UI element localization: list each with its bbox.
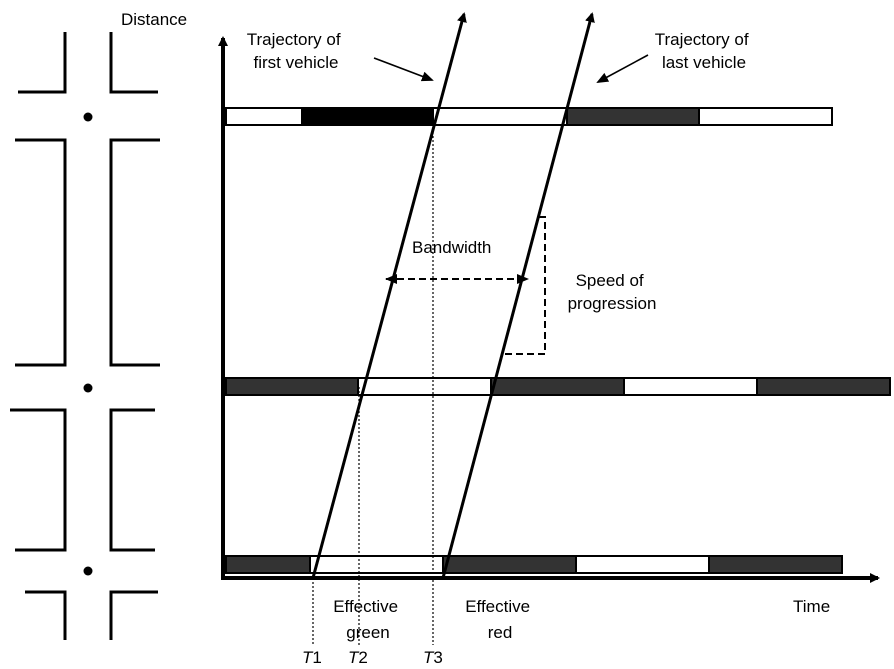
t2-letter: T (348, 648, 360, 667)
middle-signal-red-phase (225, 377, 359, 396)
speed-progression-label: Speed of progression (568, 271, 657, 313)
bandwidth-label: Bandwidth (412, 238, 491, 257)
top-signal-green-phase (698, 107, 833, 126)
intersection-marker (83, 566, 93, 576)
t3-label: T3 (423, 648, 443, 667)
signal-phase-bars (225, 107, 891, 574)
last-trajectory-pointer (596, 54, 649, 83)
y-axis-label: Distance (121, 10, 187, 29)
road-curb (18, 32, 67, 94)
bottom-signal-red-phase (225, 555, 311, 574)
road-curb (25, 590, 67, 640)
t1-number: 1 (312, 648, 321, 667)
first-vehicle-trajectory (311, 12, 467, 579)
road-sketch (10, 32, 160, 640)
effective-green-label: Effective green (333, 597, 403, 642)
t3-letter: T (423, 648, 435, 667)
road-curb (109, 138, 160, 367)
trajectory-first-line-1: Trajectory of (247, 30, 341, 49)
top-signal-red-phase (301, 107, 434, 126)
middle-signal-red-phase (756, 377, 891, 396)
effective-red-line-2: red (488, 623, 513, 642)
speed-progression-line-2: progression (568, 294, 657, 313)
bottom-signal-green-phase (309, 555, 444, 574)
t1-label: T1 (302, 648, 322, 667)
top-signal-red-phase (566, 107, 700, 126)
trajectory-first-line-2: first vehicle (253, 53, 338, 72)
last-vehicle-trajectory (441, 12, 595, 579)
t3-number: 3 (433, 648, 442, 667)
effective-red-line-1: Effective (465, 597, 530, 616)
trajectory-last-label: Trajectory of last vehicle (655, 30, 754, 72)
road-curb (109, 408, 155, 552)
speed-progression-line-1: Speed of (576, 271, 644, 290)
intersection-marker (83, 112, 93, 122)
middle-signal-green-phase (623, 377, 758, 396)
speed-progression-bracket (505, 216, 546, 355)
t1-letter: T (302, 648, 314, 667)
road-curb (10, 408, 67, 552)
road-curb (15, 138, 67, 367)
t2-number: 2 (358, 648, 367, 667)
bottom-signal-green-phase (575, 555, 710, 574)
trajectory-last-line-2: last vehicle (662, 53, 746, 72)
trajectory-last-line-1: Trajectory of (655, 30, 749, 49)
top-signal-green-phase (225, 107, 303, 126)
effective-green-line-2: green (346, 623, 389, 642)
bottom-signal-red-phase (708, 555, 843, 574)
bottom-signal-red-phase (442, 555, 577, 574)
middle-signal-green-phase (357, 377, 492, 396)
first-trajectory-pointer (373, 57, 434, 82)
x-axis-label: Time (793, 597, 830, 616)
trajectory-first-label: Trajectory of first vehicle (247, 30, 346, 72)
road-curb (109, 32, 158, 94)
intersection-marker (83, 383, 93, 393)
effective-red-label: Effective red (465, 597, 535, 642)
t2-label: T2 (348, 648, 368, 667)
effective-green-line-1: Effective (333, 597, 398, 616)
top-signal-green-phase (432, 107, 568, 126)
middle-signal-red-phase (490, 377, 625, 396)
road-curb (109, 590, 158, 640)
